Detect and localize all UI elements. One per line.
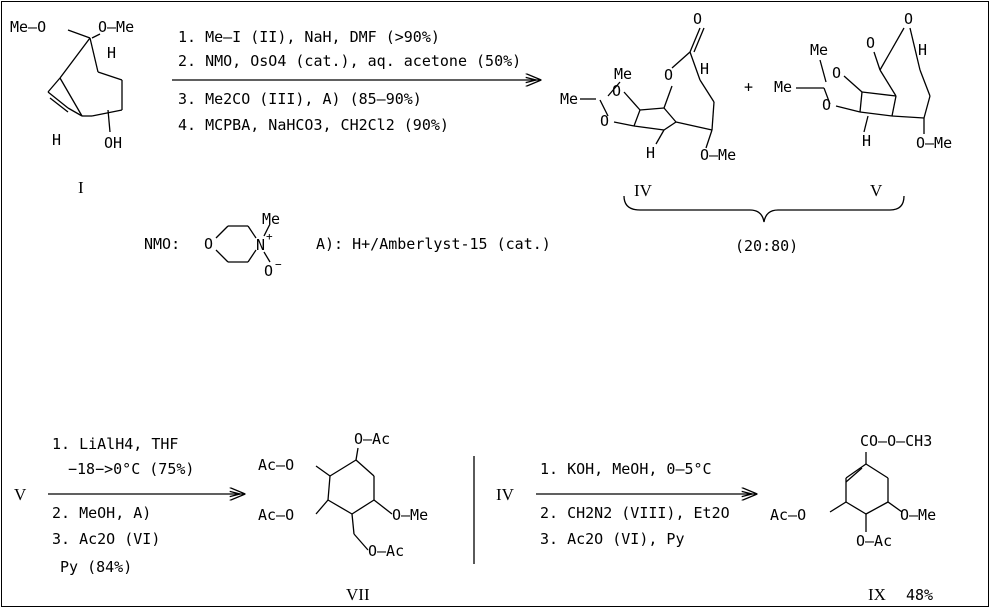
- atom-h-top: H: [107, 44, 116, 62]
- atom-aco-VII-lower: Ac–O: [258, 506, 294, 524]
- atom-o-ring: O: [664, 66, 673, 84]
- atom-meo: Me–O: [10, 18, 46, 36]
- reaction3-step2: 2. CH2N2 (VIII), Et2O: [540, 504, 730, 522]
- atom-me-nmo: Me: [262, 210, 280, 228]
- atom-n-nmo: N: [256, 236, 265, 254]
- charge-minus: −: [275, 258, 282, 271]
- atom-o-V-ring: O: [904, 10, 913, 28]
- atom-ome-VII: O–Me: [392, 506, 428, 524]
- atom-ome-IX: O–Me: [900, 506, 936, 524]
- atom-o-carbonyl: O: [693, 10, 702, 28]
- compound-I-label: I: [78, 178, 84, 197]
- atom-me-V-left: Me: [774, 78, 792, 96]
- atom-aco-IX: Ac–O: [770, 506, 806, 524]
- compound-IX-yield: 48%: [906, 586, 933, 604]
- reaction2-step3: 3. Ac2O (VI): [52, 530, 160, 548]
- atom-ester-IX: CO–O–CH3: [860, 432, 932, 450]
- nmo-label: NMO:: [144, 235, 180, 253]
- atom-h-IV: H: [700, 60, 709, 78]
- compound-IV-structure: O O H Me Me O O H O–Me: [560, 10, 736, 164]
- atom-aco-VII-upper: Ac–O: [258, 456, 294, 474]
- compound-I-structure: Me–O O–Me H H OH: [10, 18, 134, 152]
- atom-o-IV-upper: O: [612, 82, 621, 100]
- nmo-structure: O N + Me O −: [204, 210, 282, 280]
- product-mixture-brace: [623, 195, 905, 223]
- atom-o-V-carbonyl: O: [866, 34, 875, 52]
- reaction2-step1-temp: −18−>0°C (75%): [68, 460, 194, 478]
- reaction1-step3: 3. Me2CO (III), A) (85–90%): [178, 90, 422, 108]
- atom-oac-IX: O–Ac: [856, 532, 892, 550]
- reaction1-step2: 2. NMO, OsO4 (cat.), aq. acetone (50%): [178, 52, 521, 70]
- atom-oac-VII-top: O–Ac: [354, 430, 390, 448]
- atom-o-IV-lower: O: [600, 112, 609, 130]
- charge-plus: +: [266, 230, 273, 243]
- atom-o-minus: O: [264, 262, 273, 280]
- atom-me-V-top: Me: [810, 41, 828, 59]
- atom-h-bottom: H: [52, 131, 61, 149]
- isomer-ratio: (20:80): [735, 237, 798, 255]
- reagent-A-definition: A): H+/Amberlyst-15 (cat.): [316, 235, 551, 253]
- reaction2-step2: 2. MeOH, A): [52, 504, 151, 522]
- atom-o-V-lower: O: [822, 96, 831, 114]
- compound-V-label: V: [870, 181, 883, 200]
- atom-ome-V: O–Me: [916, 134, 952, 152]
- reaction2-step1: 1. LiAlH4, THF: [52, 435, 178, 453]
- atom-h-IV-bottom: H: [646, 144, 655, 162]
- compound-IV-start-label: IV: [496, 485, 515, 504]
- compound-VII-label: VII: [346, 585, 370, 604]
- reaction2-py: Py (84%): [60, 558, 132, 576]
- compound-V-structure: Me Me O O O O H H O–Me: [774, 10, 952, 152]
- compound-IV-label: IV: [634, 181, 653, 200]
- reaction3-step1: 1. KOH, MeOH, 0–5°C: [540, 460, 712, 478]
- atom-me-IV-left: Me: [560, 90, 578, 108]
- reaction1-step4: 4. MCPBA, NaHCO3, CH2Cl2 (90%): [178, 116, 449, 134]
- compound-IX-structure: CO–O–CH3 Ac–O O–Me O–Ac: [770, 432, 936, 550]
- plus-sign: +: [744, 78, 753, 96]
- compound-VII-structure: O–Ac Ac–O Ac–O O–Me O–Ac: [258, 430, 428, 560]
- reaction3-step3: 3. Ac2O (VI), Py: [540, 530, 685, 548]
- atom-me-IV-top: Me: [614, 65, 632, 83]
- atom-oac-VII-bottom: O–Ac: [368, 542, 404, 560]
- atom-ome: O–Me: [98, 18, 134, 36]
- atom-ome-IV: O–Me: [700, 146, 736, 164]
- compound-IX-label: IX: [868, 585, 886, 604]
- atom-oh: OH: [104, 134, 122, 152]
- atom-h-V-bottom: H: [862, 132, 871, 150]
- atom-o-V-upper: O: [832, 64, 841, 82]
- reaction1-step1: 1. Me–I (II), NaH, DMF (>90%): [178, 28, 440, 46]
- compound-V-start-label: V: [14, 485, 27, 504]
- atom-o-nmo: O: [204, 235, 213, 253]
- atom-h-V: H: [918, 41, 927, 59]
